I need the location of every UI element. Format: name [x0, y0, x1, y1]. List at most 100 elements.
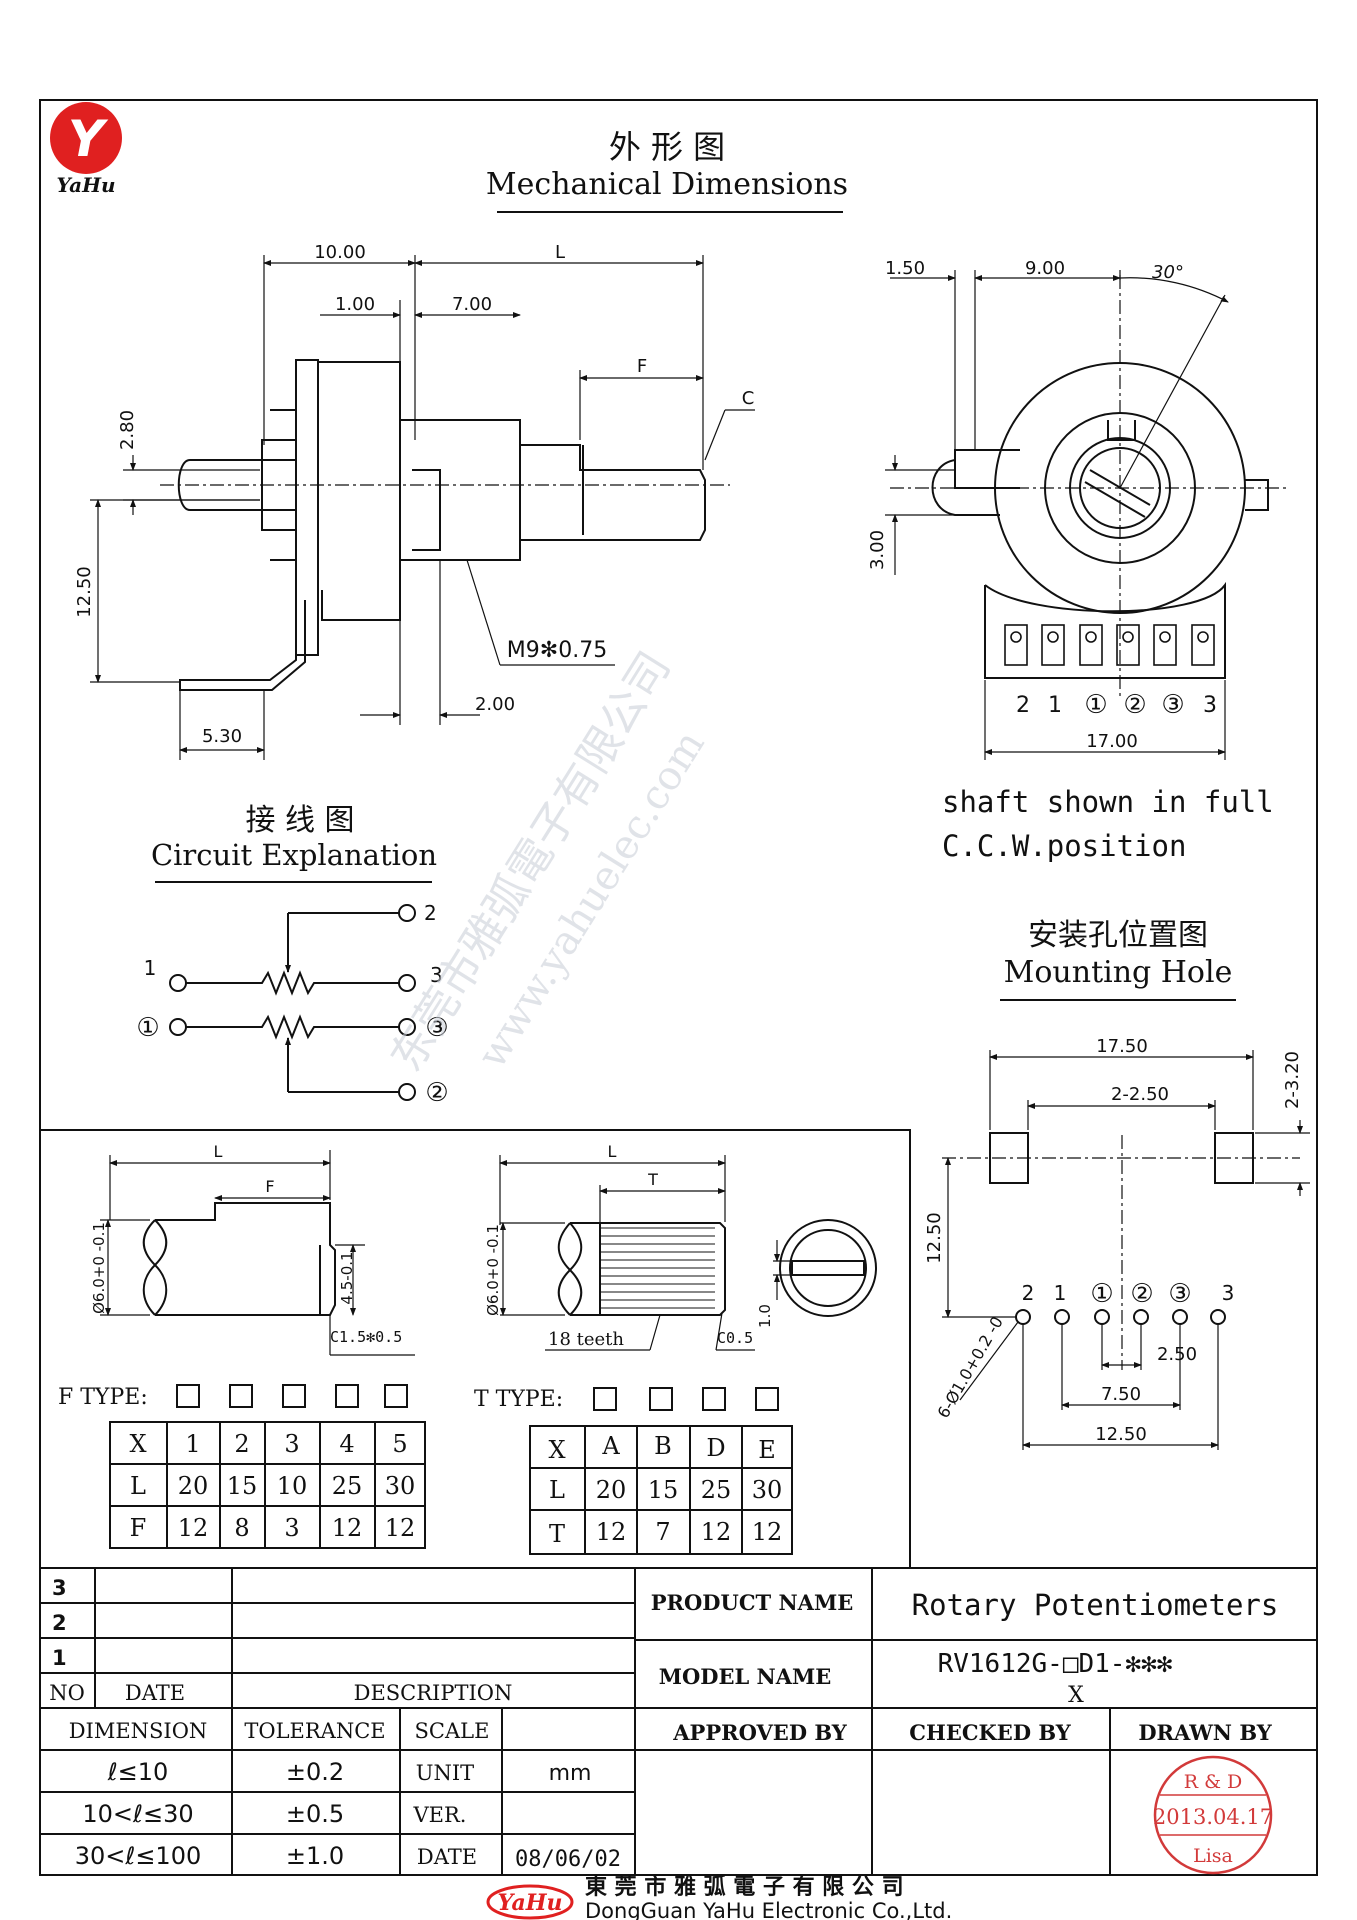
svg-text:③: ③ — [425, 1013, 448, 1043]
svg-text:B: B — [654, 1432, 672, 1460]
svg-text:30: 30 — [385, 1472, 416, 1500]
svg-text:F: F — [130, 1514, 147, 1542]
t-type-checkbox-1[interactable] — [593, 1387, 617, 1411]
svg-text:7.00: 7.00 — [452, 294, 492, 315]
svg-text:10: 10 — [277, 1472, 308, 1500]
circuit-labels: 1 2 3 ① ③ ② — [136, 901, 448, 1108]
svg-text:Ø6.0+0 -0.1: Ø6.0+0 -0.1 — [90, 1222, 108, 1314]
svg-text:7: 7 — [655, 1518, 670, 1546]
svg-text:D: D — [706, 1434, 725, 1462]
t-type-checkbox-4[interactable] — [755, 1387, 779, 1411]
f-type-checkbox-3[interactable] — [282, 1384, 306, 1408]
footer-company-en: DongGuan YaHu Electronic Co.,Ltd. — [585, 1899, 952, 1920]
svg-text:12: 12 — [701, 1518, 732, 1546]
footer-company-cn: 東 莞 市 雅 弧 電 子 有 限 公 司 — [585, 1874, 904, 1900]
svg-text:X: X — [129, 1430, 146, 1458]
mounting-title-en: Mounting Hole — [1004, 955, 1233, 990]
svg-text:①: ① — [136, 1013, 159, 1043]
svg-text:③: ③ — [1168, 1279, 1191, 1309]
ver-label: VER. — [413, 1803, 467, 1827]
svg-text:1: 1 — [144, 956, 157, 980]
circuit-schematic — [169, 904, 416, 1101]
svg-text:2.00: 2.00 — [475, 694, 515, 715]
svg-text:30<ℓ≤100: 30<ℓ≤100 — [75, 1842, 201, 1870]
unit-value: mm — [549, 1761, 592, 1786]
svg-text:1.0: 1.0 — [756, 1304, 774, 1328]
circuit-title-cn: 接 线 图 — [245, 803, 354, 838]
svg-text:2: 2 — [1016, 693, 1030, 718]
f-type-checkbox-4[interactable] — [335, 1384, 359, 1408]
svg-text:25: 25 — [332, 1472, 363, 1500]
svg-text:15: 15 — [648, 1476, 679, 1504]
shaft-section-frame — [40, 1129, 911, 1568]
product-name-value: Rotary Potentiometers — [912, 1588, 1279, 1622]
tolerance-label: TOLERANCE — [244, 1719, 385, 1743]
svg-text:3: 3 — [52, 1576, 67, 1600]
t-type-checkbox-2[interactable] — [649, 1387, 673, 1411]
svg-text:7.50: 7.50 — [1101, 1384, 1141, 1405]
svg-text:12.50: 12.50 — [924, 1212, 945, 1264]
circuit-title-en: Circuit Explanation — [151, 838, 437, 872]
svg-text:3: 3 — [430, 963, 443, 987]
mounting-title-cn: 安装孔位置图 — [1028, 918, 1208, 953]
svg-text:2: 2 — [1022, 1281, 1035, 1305]
svg-text:L: L — [555, 242, 565, 263]
t-type-checkboxes[interactable] — [593, 1387, 779, 1411]
svg-text:1: 1 — [1054, 1281, 1067, 1305]
svg-text:R & D: R & D — [1184, 1771, 1243, 1793]
svg-text:2: 2 — [52, 1611, 67, 1635]
svg-text:30°: 30° — [1152, 262, 1184, 283]
svg-text:±0.5: ±0.5 — [286, 1800, 344, 1828]
date-label: DATE — [417, 1845, 477, 1869]
svg-text:C1.5✻0.5: C1.5✻0.5 — [330, 1328, 402, 1346]
svg-text:2: 2 — [234, 1430, 249, 1458]
svg-text:10.00: 10.00 — [314, 242, 366, 263]
svg-text:2013.04.17: 2013.04.17 — [1153, 1805, 1273, 1829]
svg-text:M9✻0.75: M9✻0.75 — [507, 638, 607, 663]
dimension-label: DIMENSION — [69, 1719, 208, 1743]
svg-text:T: T — [647, 1170, 658, 1189]
f-type-label: F TYPE: — [58, 1385, 148, 1410]
svg-text:③: ③ — [1161, 690, 1184, 720]
t-shaft-dimensions: L T Ø6.0+0 -0.1 18 teeth C0.5 1.0 — [484, 1142, 774, 1350]
f-type-checkbox-5[interactable] — [384, 1384, 408, 1408]
f-type-checkboxes[interactable] — [176, 1384, 408, 1408]
t-type-label: T TYPE: — [474, 1387, 563, 1412]
svg-text:X: X — [548, 1436, 565, 1464]
svg-text:9.00: 9.00 — [1025, 258, 1065, 279]
svg-text:Lisa: Lisa — [1193, 1845, 1233, 1867]
svg-text:10<ℓ≤30: 10<ℓ≤30 — [82, 1800, 193, 1828]
svg-text:2-2.50: 2-2.50 — [1111, 1084, 1169, 1105]
svg-text:2-3.20: 2-3.20 — [1282, 1051, 1303, 1109]
watermark: 东莞市雅弧電子有限公司 www.yahuelec.com — [381, 643, 714, 1080]
svg-text:1: 1 — [1048, 693, 1062, 718]
revision-rows: 3 2 1 — [52, 1576, 67, 1670]
outer-frame — [39, 99, 1318, 1876]
svg-text:12: 12 — [385, 1514, 416, 1542]
svg-text:ℓ≤10: ℓ≤10 — [107, 1758, 169, 1786]
f-type-checkbox-1[interactable] — [176, 1384, 200, 1408]
t-type-checkbox-3[interactable] — [702, 1387, 726, 1411]
svg-text:E: E — [758, 1436, 776, 1464]
mounting-drawing — [942, 1050, 1310, 1450]
title-block-grid — [40, 1567, 1317, 1875]
svg-text:C0.5: C0.5 — [717, 1329, 753, 1347]
scale-label: SCALE — [415, 1719, 490, 1743]
svg-text:15: 15 — [227, 1472, 258, 1500]
svg-text:YaHu: YaHu — [56, 173, 115, 197]
tolerance-table: ℓ≤10 ±0.2 10<ℓ≤30 ±0.5 30<ℓ≤100 ±1.0 — [75, 1758, 344, 1870]
svg-text:F: F — [265, 1177, 274, 1196]
svg-text:A: A — [601, 1432, 620, 1460]
svg-text:12.50: 12.50 — [74, 566, 95, 618]
front-view-drawing — [885, 270, 1290, 760]
side-view-dimensions: 10.00 L 1.00 7.00 F C 2.80 12.50 M9✻0.75… — [74, 242, 754, 747]
svg-text:F: F — [637, 356, 647, 377]
product-name-label: PRODUCT NAME — [651, 1590, 853, 1615]
footer-badge: YaHu — [486, 1884, 574, 1920]
date-value: 08/06/02 — [515, 1847, 621, 1872]
checked-by-label: CHECKED BY — [909, 1720, 1071, 1745]
svg-text:C: C — [742, 388, 755, 409]
svg-text:L: L — [130, 1472, 146, 1500]
svg-text:12: 12 — [178, 1514, 209, 1542]
f-type-checkbox-2[interactable] — [229, 1384, 253, 1408]
